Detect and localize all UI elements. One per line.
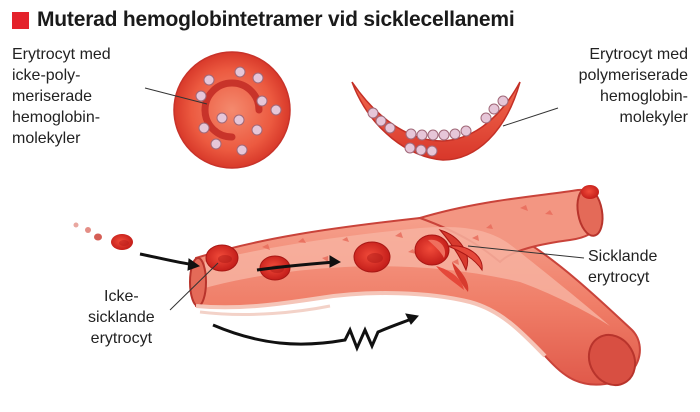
label-line: Erytrocyt med <box>589 46 688 63</box>
label-line: erytrocyt <box>90 330 153 347</box>
label-sickle-erythrocyte: Erytrocyt med polymeriserade hemoglobin-… <box>579 44 688 128</box>
label-line: polymeriserade <box>578 67 688 84</box>
flow-arrows <box>139 252 419 352</box>
leader-line-non-sickling <box>169 262 219 311</box>
label-normal-erythrocyte: Erytrocyt med icke-poly- meriserade hemo… <box>12 44 111 149</box>
non-sickling-cells-in-vessel <box>205 241 391 281</box>
label-line: molekyler <box>12 130 81 147</box>
title-row: Muterad hemoglobintetramer vid sicklecel… <box>12 6 515 34</box>
label-line: Icke- <box>104 288 139 305</box>
label-line: Erytrocyt med <box>12 46 111 63</box>
sickle-erythrocyte <box>351 81 521 161</box>
leader-line-normal <box>144 87 208 105</box>
leader-line-sickling <box>467 245 585 259</box>
page-title: Muterad hemoglobintetramer vid sicklecel… <box>37 8 515 31</box>
normal-erythrocyte <box>173 51 291 169</box>
leader-line-sickle <box>502 107 559 127</box>
label-line: hemoglobin- <box>12 109 101 126</box>
label-sickling-erythrocyte: Sicklande erytrocyt <box>588 246 657 288</box>
label-line: icke-poly- <box>12 67 81 84</box>
drifting-cells <box>73 185 599 250</box>
label-non-sickling-erythrocyte: Icke- sicklande erytrocyt <box>88 286 155 349</box>
title-marker <box>12 11 29 29</box>
label-line: Sicklande <box>588 248 658 265</box>
sickling-cells-cluster <box>414 229 483 292</box>
blood-vessel <box>189 187 641 387</box>
label-line: hemoglobin- <box>599 88 688 105</box>
label-line: erytrocyt <box>588 269 650 286</box>
label-line: meriserade <box>12 88 93 105</box>
label-line: sicklande <box>88 309 155 326</box>
label-line: molekyler <box>619 109 688 126</box>
